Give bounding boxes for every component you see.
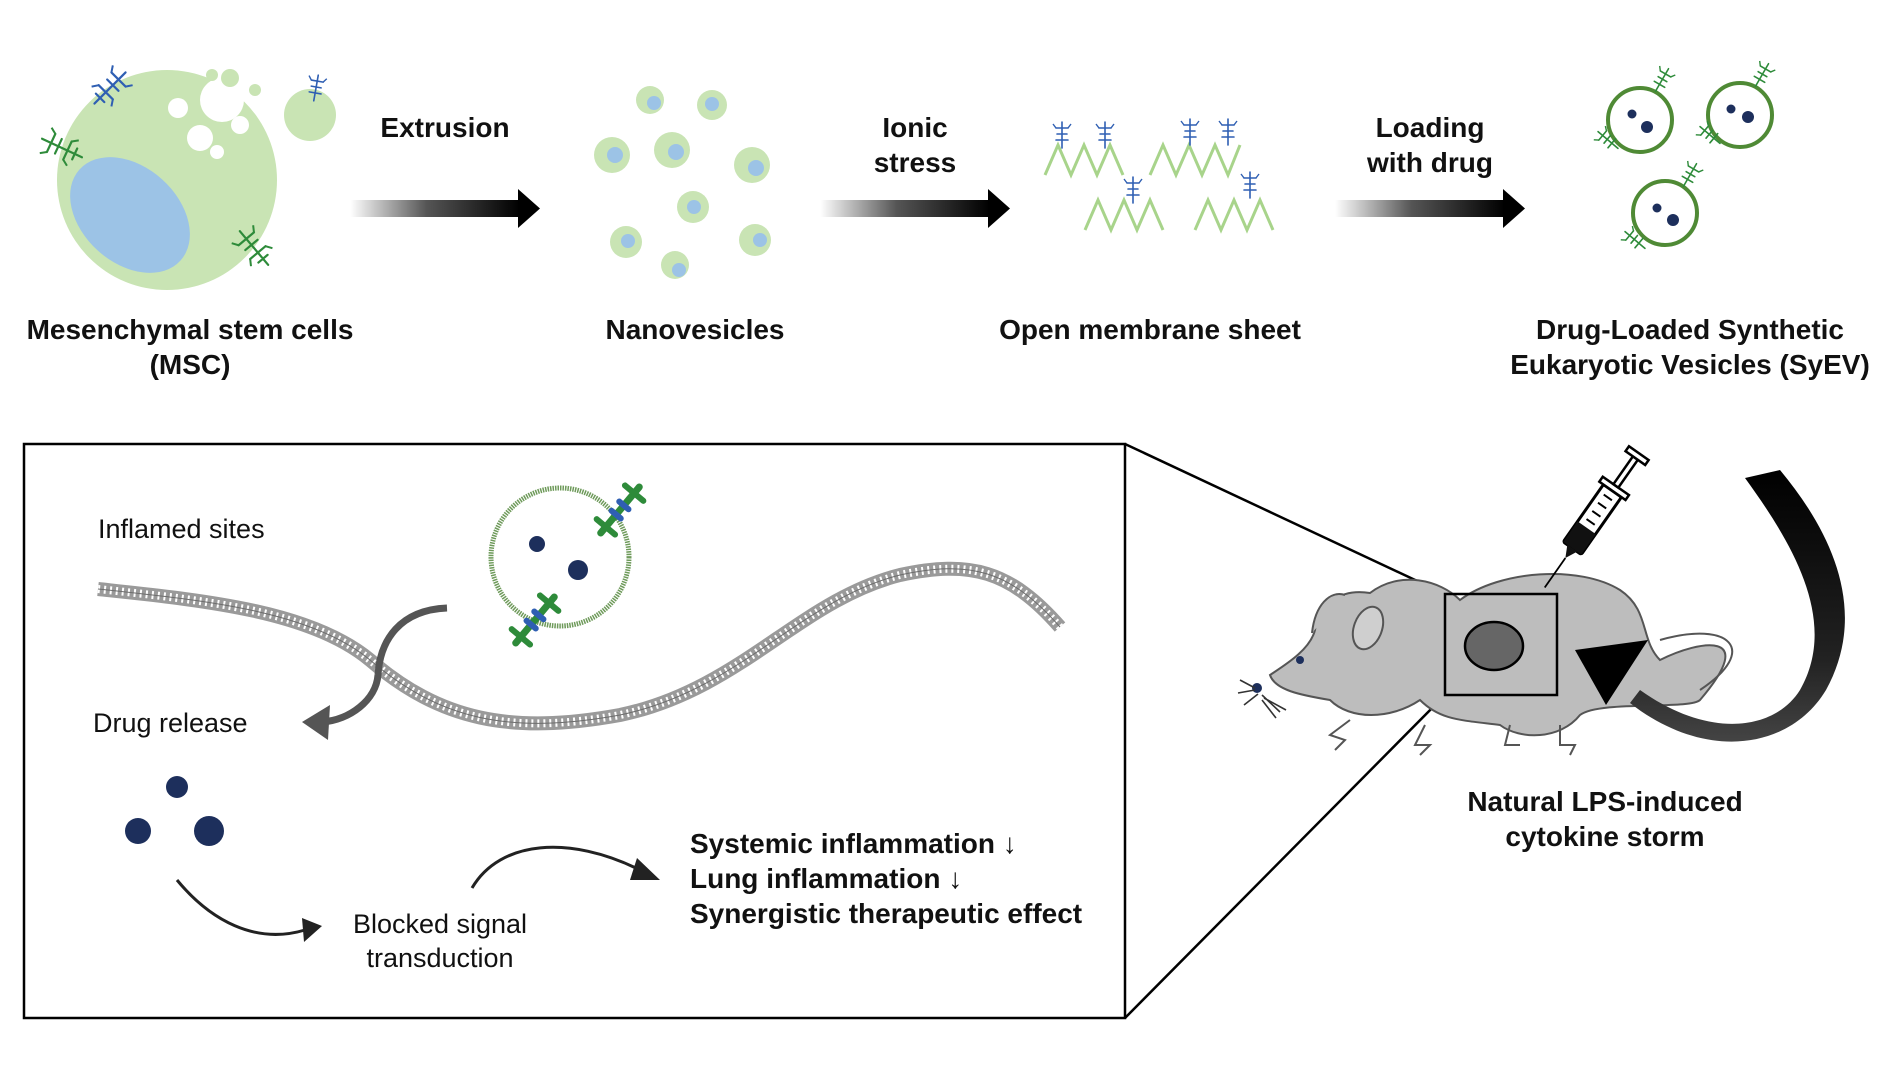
mouse-model-label: Natural LPS-induced cytokine storm bbox=[1430, 784, 1780, 854]
membrane-sheet-icon bbox=[1043, 117, 1275, 234]
process-arrow-3 bbox=[1335, 189, 1525, 228]
blocked-signal-line2: transduction bbox=[366, 942, 514, 973]
signal-block-arrow bbox=[175, 879, 322, 942]
arrow-ionic-label: Ionic stress bbox=[820, 110, 1010, 180]
step-nanovesicles-text: Nanovesicles bbox=[605, 314, 785, 345]
msc-cell-icon bbox=[35, 61, 336, 290]
syringe-icon bbox=[1543, 444, 1651, 589]
zoom-line-bottom bbox=[1124, 694, 1446, 1019]
outcome-synergy: Synergistic therapeutic effect bbox=[690, 898, 1083, 929]
nanovesicles-icon bbox=[594, 86, 771, 279]
mouse-model-line1: Natural LPS-induced bbox=[1467, 786, 1743, 817]
blocked-signal-label: Blocked signal transduction bbox=[330, 908, 550, 976]
step-msc-label: Mesenchymal stem cells (MSC) bbox=[10, 312, 370, 382]
step-syev-line2: Eukaryotic Vesicles (SyEV) bbox=[1510, 349, 1870, 380]
process-arrow-2 bbox=[820, 189, 1010, 228]
outcome-arrow bbox=[470, 845, 660, 889]
step-msc-line2: (MSC) bbox=[149, 349, 231, 380]
arrow-loading-line2: with drug bbox=[1367, 147, 1493, 178]
arrow-extrusion-label: Extrusion bbox=[350, 110, 540, 145]
vessel-strand-texture bbox=[97, 564, 1064, 728]
arrow-extrusion-text: Extrusion bbox=[380, 112, 510, 143]
drug-release-text: Drug release bbox=[93, 708, 248, 738]
outcome-lung: Lung inflammation ↓ bbox=[690, 863, 963, 894]
process-arrow-1 bbox=[350, 189, 540, 228]
inflamed-sites-label: Inflamed sites bbox=[98, 513, 265, 547]
step-msc-line1: Mesenchymal stem cells bbox=[26, 314, 354, 345]
step-membrane-label: Open membrane sheet bbox=[970, 312, 1330, 347]
focus-window bbox=[1443, 592, 1559, 697]
zoom-line-top bbox=[1124, 442, 1446, 596]
step-syev-line1: Drug-Loaded Synthetic bbox=[1535, 314, 1844, 345]
inset-panel-frame bbox=[22, 442, 1127, 1020]
vessel-strand-core bbox=[97, 568, 1061, 724]
outcomes-list: Systemic inflammation ↓ Lung inflammatio… bbox=[690, 826, 1082, 931]
syev-vesicles-icon bbox=[1591, 58, 1778, 257]
drug-release-label: Drug release bbox=[93, 707, 248, 741]
blocked-signal-line1: Blocked signal bbox=[352, 909, 528, 939]
injection-curve-arrow bbox=[1575, 470, 1845, 742]
step-syev-label: Drug-Loaded Synthetic Eukaryotic Vesicle… bbox=[1495, 312, 1885, 382]
arrow-loading-line1: Loading bbox=[1375, 112, 1485, 143]
step-nanovesicles-label: Nanovesicles bbox=[560, 312, 830, 347]
mouse-model-line2: cytokine storm bbox=[1505, 821, 1705, 852]
inflamed-sites-text: Inflamed sites bbox=[98, 514, 265, 544]
syev-vesicle-icon bbox=[488, 482, 647, 648]
arrow-ionic-line1: Ionic bbox=[882, 112, 948, 143]
outcome-systemic: Systemic inflammation ↓ bbox=[690, 828, 1017, 859]
arrow-loading-label: Loading with drug bbox=[1330, 110, 1530, 180]
drug-release-arrow bbox=[302, 604, 448, 740]
released-drug-icon bbox=[125, 776, 224, 846]
step-membrane-text: Open membrane sheet bbox=[999, 314, 1301, 345]
vessel-strand bbox=[97, 561, 1066, 731]
arrow-ionic-line2: stress bbox=[873, 147, 957, 178]
